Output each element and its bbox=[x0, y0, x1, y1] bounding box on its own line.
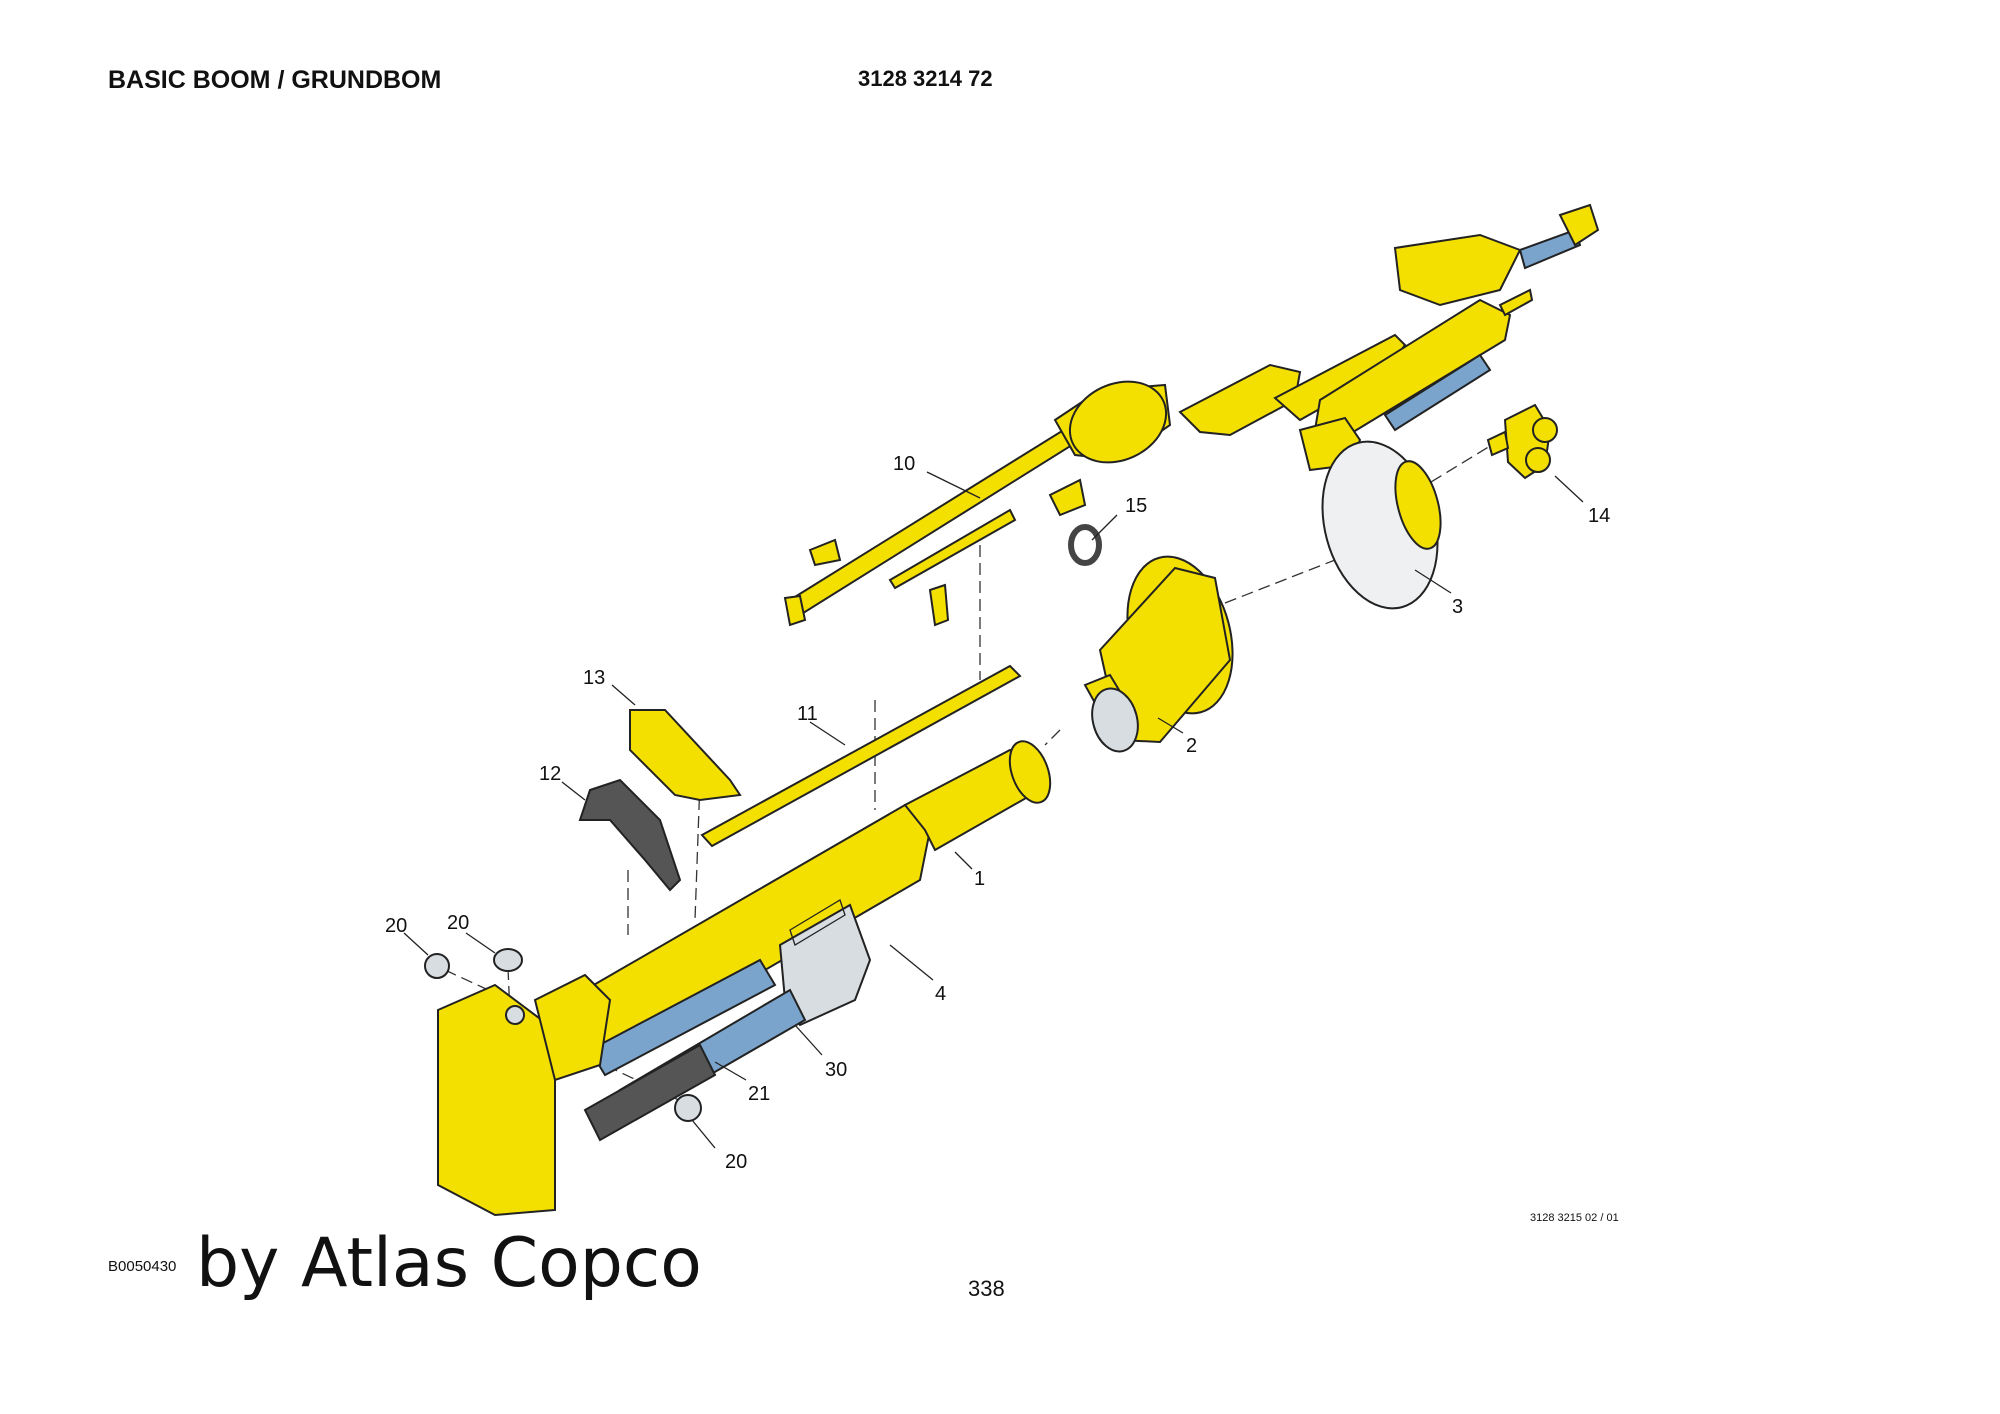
page-number: 338 bbox=[968, 1276, 1005, 1301]
callout-4: 4 bbox=[935, 983, 946, 1005]
part-1-main-boom bbox=[578, 740, 1052, 1077]
page-title: BASIC BOOM / GRUNDBOM bbox=[108, 66, 442, 94]
callout-10: 10 bbox=[893, 453, 915, 475]
callout-1: 1 bbox=[974, 868, 985, 890]
part-12-chain bbox=[578, 778, 682, 892]
callout-labels: 10 15 14 3 13 11 2 12 1 20 20 4 30 21 20 bbox=[385, 453, 1610, 1173]
drawing-reference-number: 3128 3215 02 / 01 bbox=[1530, 1212, 1619, 1224]
leader-lines bbox=[403, 471, 1584, 1149]
part-21-cylinder bbox=[583, 988, 807, 1142]
part-20-caps bbox=[424, 948, 702, 1122]
callout-13: 13 bbox=[583, 667, 605, 689]
part-11-slide-plate bbox=[700, 664, 1022, 848]
callout-30: 30 bbox=[825, 1059, 847, 1081]
document-number: 3128 3214 72 bbox=[858, 66, 993, 91]
callout-12: 12 bbox=[539, 763, 561, 785]
part-2-rotation-unit bbox=[1083, 555, 1234, 753]
callout-21: 21 bbox=[748, 1083, 770, 1105]
credit-text: by Atlas Copco bbox=[196, 1224, 702, 1303]
image-code: B0050430 bbox=[108, 1258, 177, 1275]
mounting-plate bbox=[437, 973, 612, 1217]
callout-20: 20 bbox=[447, 912, 469, 934]
callout-3: 3 bbox=[1452, 596, 1463, 618]
callout-14: 14 bbox=[1588, 505, 1610, 527]
part-13-cover bbox=[629, 709, 742, 802]
callout-20: 20 bbox=[385, 915, 407, 937]
callout-2: 2 bbox=[1186, 735, 1197, 757]
callout-20: 20 bbox=[725, 1151, 747, 1173]
part-10-beam bbox=[783, 380, 1172, 627]
callout-11: 11 bbox=[797, 703, 818, 725]
part-14-clamp bbox=[1486, 403, 1558, 480]
part-15-ring bbox=[1068, 524, 1102, 566]
part-3-boom-section bbox=[1178, 203, 1600, 610]
callout-15: 15 bbox=[1125, 495, 1147, 517]
